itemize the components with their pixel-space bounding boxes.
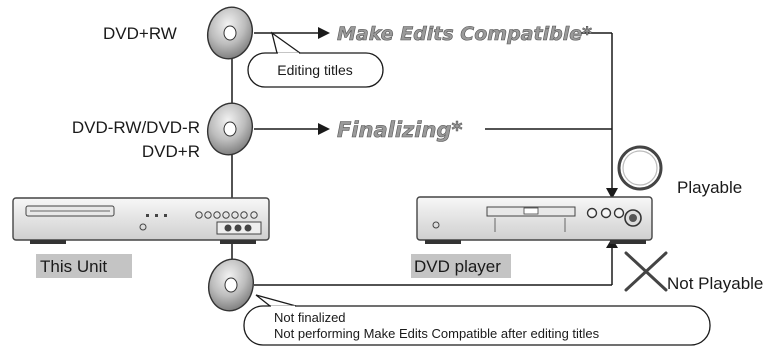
this-unit-label: This Unit [40,257,107,276]
disc-icon [207,102,253,156]
callout-editing-titles-text: Editing titles [277,62,352,78]
dvd-player-device-illustration [416,196,653,244]
disc-icon [208,258,254,312]
media-label-dvd-plus-rw: DVD+RW [103,24,177,43]
this-unit-device-illustration [12,197,270,244]
playable-label: Playable [677,178,742,197]
not-playable-label: Not Playable [667,274,763,293]
callout-editing-titles: Editing titles [247,31,384,88]
dvd-player-label-bg [411,254,511,278]
disc-icon [207,6,253,60]
dvd-player-label: DVD player [414,257,501,276]
callout-not-finalized-line1: Not finalized [274,310,346,325]
media-label-dvd-rw-r: DVD-RW/DVD-R [72,118,200,137]
this-unit-label-bg [36,254,132,278]
media-label-dvd-plus-r: DVD+R [142,142,200,161]
not-playable-cross-icon [624,251,668,292]
process-make-edits-compatible: Make Edits Compatible* [337,23,592,45]
callout-not-finalized-line2: Not performing Make Edits Compatible aft… [274,326,600,341]
callout-not-finalized: Not finalized Not performing Make Edits … [243,294,711,346]
process-finalizing: Finalizing* [337,118,462,142]
playable-circle-icon [617,145,663,191]
